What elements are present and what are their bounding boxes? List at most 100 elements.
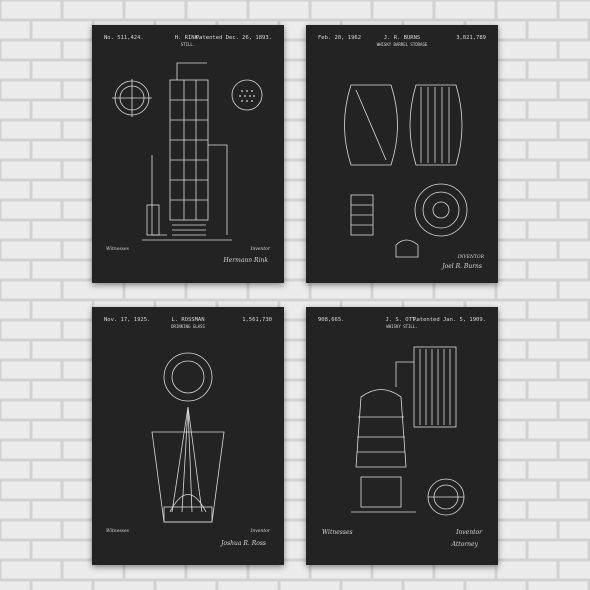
brick — [32, 221, 92, 239]
brick — [466, 581, 526, 590]
patent-subject: STILL. — [180, 42, 196, 47]
brick — [0, 141, 30, 159]
brick — [311, 1, 371, 19]
inventor-signature: Hermann Rink — [223, 257, 269, 264]
brick — [559, 121, 590, 139]
patent-poster-glass: Nov. 17, 1925. L. ROSSMAN 1,561,730 DRIN… — [92, 307, 284, 565]
brick — [249, 561, 309, 579]
brick — [528, 61, 588, 79]
brick — [32, 301, 92, 319]
brick — [0, 101, 30, 119]
brick — [94, 581, 154, 590]
brick — [559, 1, 590, 19]
brick — [497, 81, 557, 99]
brick — [1, 1, 61, 19]
brick — [63, 561, 123, 579]
brick — [559, 361, 590, 379]
patent-number: Nov. 17, 1925. — [104, 317, 151, 323]
brick — [32, 581, 92, 590]
brick — [0, 21, 30, 39]
brick — [435, 561, 495, 579]
brick — [32, 541, 92, 559]
brick — [0, 61, 30, 79]
poster-header: No. 511,424. H. RINK. Patented Dec. 26, … — [92, 35, 284, 55]
attorney-signature: Attorney — [451, 541, 478, 548]
brick — [404, 581, 464, 590]
brick — [32, 261, 92, 279]
brick — [0, 341, 30, 359]
brick — [0, 181, 30, 199]
brick — [528, 381, 588, 399]
brick — [497, 521, 557, 539]
brick — [435, 1, 495, 19]
patent-inventor: J. R. BURNS — [383, 35, 421, 41]
brick — [559, 481, 590, 499]
brick — [528, 101, 588, 119]
brick — [0, 221, 30, 239]
inventor-label: INVENTOR — [457, 255, 484, 260]
brick — [218, 581, 278, 590]
witnesses-label: Witnesses — [322, 529, 353, 536]
barrel-drawing — [344, 84, 468, 258]
brick — [156, 581, 216, 590]
brick — [528, 141, 588, 159]
brick — [528, 541, 588, 559]
patent-number: Feb. 20, 1962 — [318, 35, 362, 41]
brick — [32, 61, 92, 79]
brick — [528, 261, 588, 279]
brick — [1, 41, 61, 59]
brick — [1, 241, 61, 259]
brick — [497, 481, 557, 499]
brick — [528, 181, 588, 199]
brick — [559, 561, 590, 579]
brick — [528, 461, 588, 479]
brick — [311, 561, 371, 579]
brick — [373, 1, 433, 19]
brick — [32, 461, 92, 479]
brick — [187, 561, 247, 579]
brick — [1, 321, 61, 339]
brick — [32, 101, 92, 119]
patent-number: 908,665. — [318, 317, 345, 323]
brick — [32, 181, 92, 199]
inventor-label: Inventor — [456, 529, 482, 536]
brick — [497, 561, 557, 579]
brick — [32, 381, 92, 399]
brick — [559, 241, 590, 259]
still-drawing — [112, 62, 263, 241]
witnesses-label: Witnesses — [106, 529, 129, 534]
brick — [559, 81, 590, 99]
patent-date: 3,021,789 — [456, 35, 486, 41]
patent-inventor: J. S. OTT. — [385, 317, 419, 323]
brick — [0, 581, 30, 590]
patent-subject: WHISKY STILL. — [386, 324, 418, 329]
witnesses-label: Witnesses — [106, 247, 129, 252]
patent-date: 1,561,730 — [242, 317, 272, 323]
patent-poster-barrel: Feb. 20, 1962 J. R. BURNS 3,021,789 WHIS… — [306, 25, 498, 283]
patent-inventor: H. RINK. — [174, 35, 202, 41]
patent-date: Patented Dec. 26, 1893. — [195, 35, 272, 41]
brick — [125, 561, 185, 579]
brick — [528, 341, 588, 359]
whisky-still-drawing — [351, 346, 465, 516]
brick — [497, 201, 557, 219]
brick — [528, 581, 588, 590]
brick — [559, 281, 590, 299]
brick — [1, 441, 61, 459]
patent-inventor: L. ROSSMAN — [171, 317, 205, 323]
brick — [497, 281, 557, 299]
brick — [32, 21, 92, 39]
brick — [32, 341, 92, 359]
brick — [187, 281, 247, 299]
brick — [559, 161, 590, 179]
brick — [559, 41, 590, 59]
patent-number: No. 511,424. — [104, 35, 144, 41]
brick — [1, 281, 61, 299]
patent-subject: WHISKY BARREL STORAGE — [376, 42, 428, 47]
inventor-label: Inventor — [250, 247, 270, 252]
brick — [1, 561, 61, 579]
brick — [497, 1, 557, 19]
brick — [435, 281, 495, 299]
brick — [311, 281, 371, 299]
